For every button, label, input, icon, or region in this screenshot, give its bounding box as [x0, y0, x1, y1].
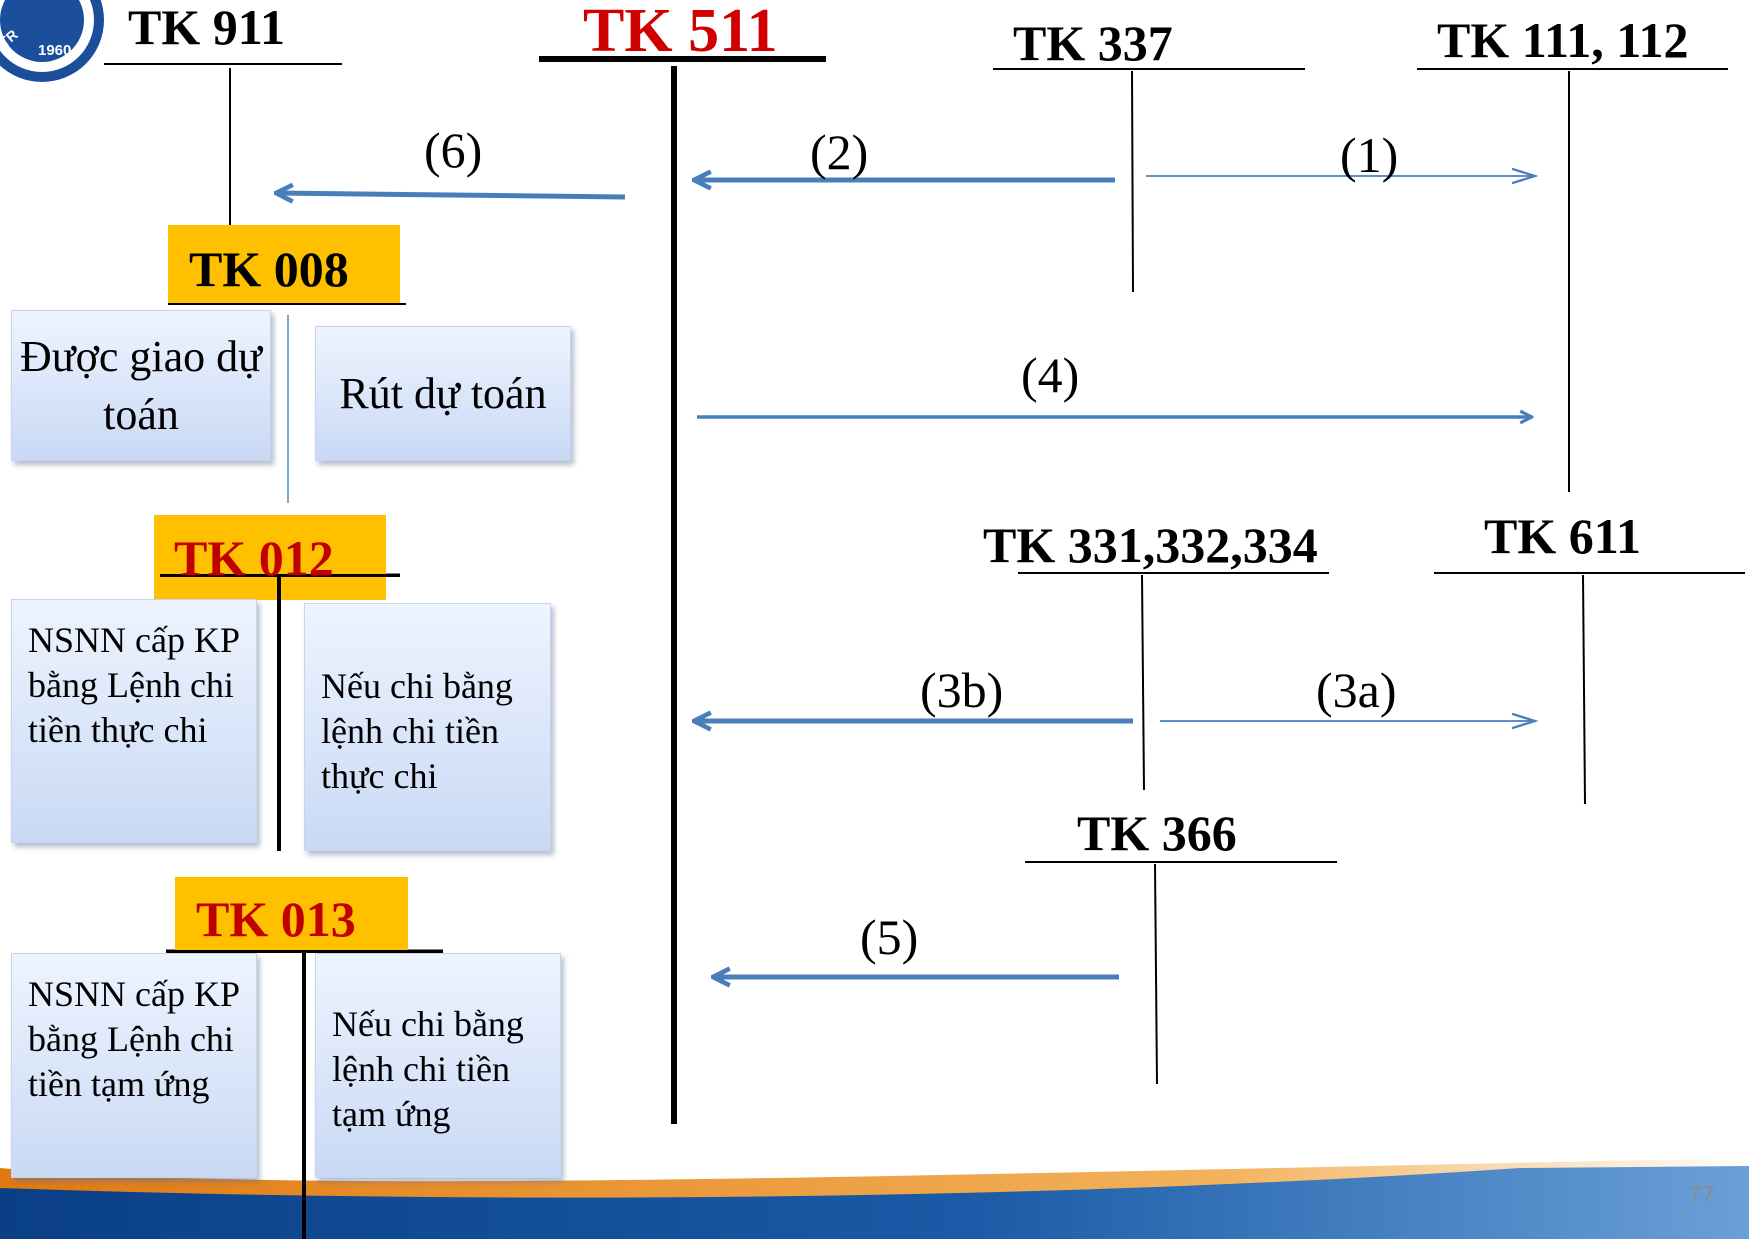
tk008-rule [168, 303, 406, 305]
step-4-label: (4) [1021, 347, 1080, 403]
tk013-credit-box: Nếu chi bằng lệnh chi tiền tạm ứng [315, 953, 561, 1178]
footer-swoosh [0, 1158, 1749, 1239]
tk008-highlight [168, 225, 400, 304]
tk511-label: TK 511 [583, 0, 778, 65]
tk331-vline [1141, 574, 1145, 791]
tk611-vline [1582, 574, 1586, 805]
arrow-6 [276, 193, 626, 197]
tk013-debit-box: NSNN cấp KP bằng Lệnh chi tiền tạm ứng [11, 953, 257, 1178]
tk013-highlight [175, 877, 408, 951]
tk013-label: TK 013 [196, 891, 356, 947]
page-number: 77 [1688, 1182, 1715, 1209]
step-5-label: (5) [860, 909, 919, 965]
tk337-vline [1131, 70, 1134, 293]
tk911-label: TK 911 [128, 0, 285, 55]
tk366-vline [1154, 863, 1158, 1085]
step-1-label: (1) [1340, 127, 1399, 183]
tk013-rule [166, 950, 443, 953]
tk012-debit-box: NSNN cấp KP bằng Lệnh chi tiền thực chi [11, 599, 257, 843]
tk331-label: TK 331,332,334 [983, 517, 1318, 573]
tk611-label: TK 611 [1484, 508, 1641, 564]
tk012-label: TK 012 [174, 530, 334, 586]
tk337-label: TK 337 [1013, 15, 1173, 71]
step-2-label: (2) [810, 124, 869, 180]
step-3a-label: (3a) [1316, 662, 1397, 718]
step-3b-label: (3b) [920, 662, 1004, 718]
step-6-label: (6) [424, 122, 483, 178]
tk008-label: TK 008 [189, 241, 349, 297]
logo-year: 1960 [38, 42, 71, 59]
university-logo: 1960 TR [0, 0, 104, 82]
tk012-stem [277, 575, 281, 851]
tk366-label: TK 366 [1077, 805, 1237, 861]
tk008-credit-box: Rút dự toán [315, 326, 571, 461]
tk012-credit-box: Nếu chi bằng lệnh chi tiền thực chi [304, 603, 551, 851]
flow-arrows [276, 176, 1535, 977]
tk012-highlight [154, 515, 386, 600]
tk008-debit-box: Được giao dự toán [11, 310, 271, 461]
tk111-label: TK 111, 112 [1437, 12, 1689, 68]
